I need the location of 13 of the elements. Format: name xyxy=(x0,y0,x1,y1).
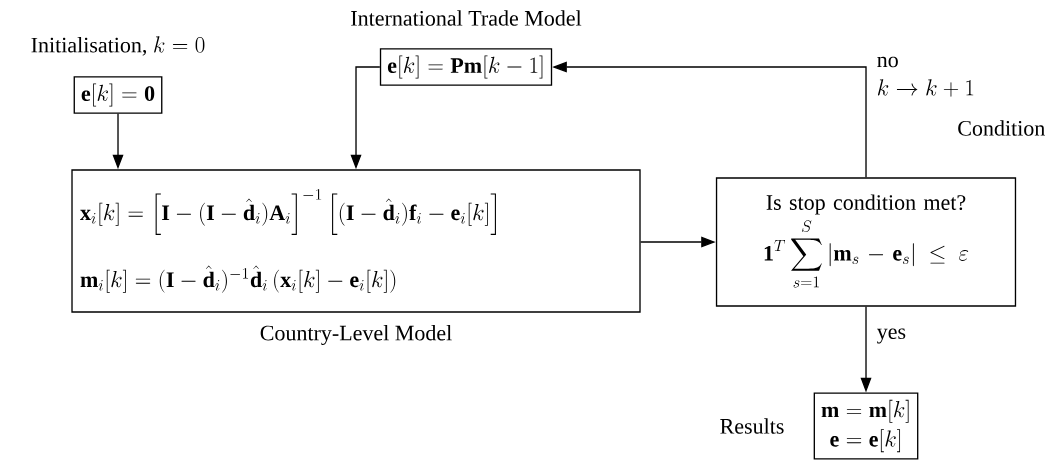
box-heading: Condition xyxy=(958,120,1045,136)
process-box: $\mathbf{e}[k] = \mathbf{0}$ xyxy=(73,76,163,114)
step-note: $k \rightarrow k+1$ xyxy=(878,79,974,97)
box-heading: International Trade Model xyxy=(351,10,582,26)
process-box: $\mathbf{m} = \mathbf{m}[k]$ $\mathbf{e} = \mathbf{e}[k]$ xyxy=(813,392,919,460)
edge-label: no xyxy=(877,56,898,68)
process-box: $\mathbf{x}_i[k] = \left[\mathbf{I} - (\mathbf{I}-\hat{\mathbf{d}}_i)\mathbf{A}_i\right]^{-1} \left[(\mathbf{I}-\hat{\mathbf{d}}_i)\mathbf{f}_i - \mathbf{e}_i[k]\right]$ $\mathbf{m}_i[k] = (\mathbf{I}-\hat{\mathbf{d}}_i)^{-1}\hat{\mathbf{d}}_i\left(\mathbf{x}_i[k]-\mathbf{e}_i[k]\right)$ xyxy=(71,169,641,313)
process-box: Is stop condition met? $\mathbf{1}^T \sum_{s=1}^{S} |\mathbf{m}_s - \mathbf{e}_s| \le \varepsilon$ xyxy=(715,177,1017,307)
box-heading: $\text{Initialisation, } k = 0$ xyxy=(31,36,205,56)
process-box: $\mathbf{e}[k] = \mathbf{Pm}[k-1]$ xyxy=(379,48,553,86)
edge-label: yes xyxy=(877,328,906,344)
box-caption: Results xyxy=(720,418,784,434)
box-caption: Country-Level Model xyxy=(260,325,452,345)
